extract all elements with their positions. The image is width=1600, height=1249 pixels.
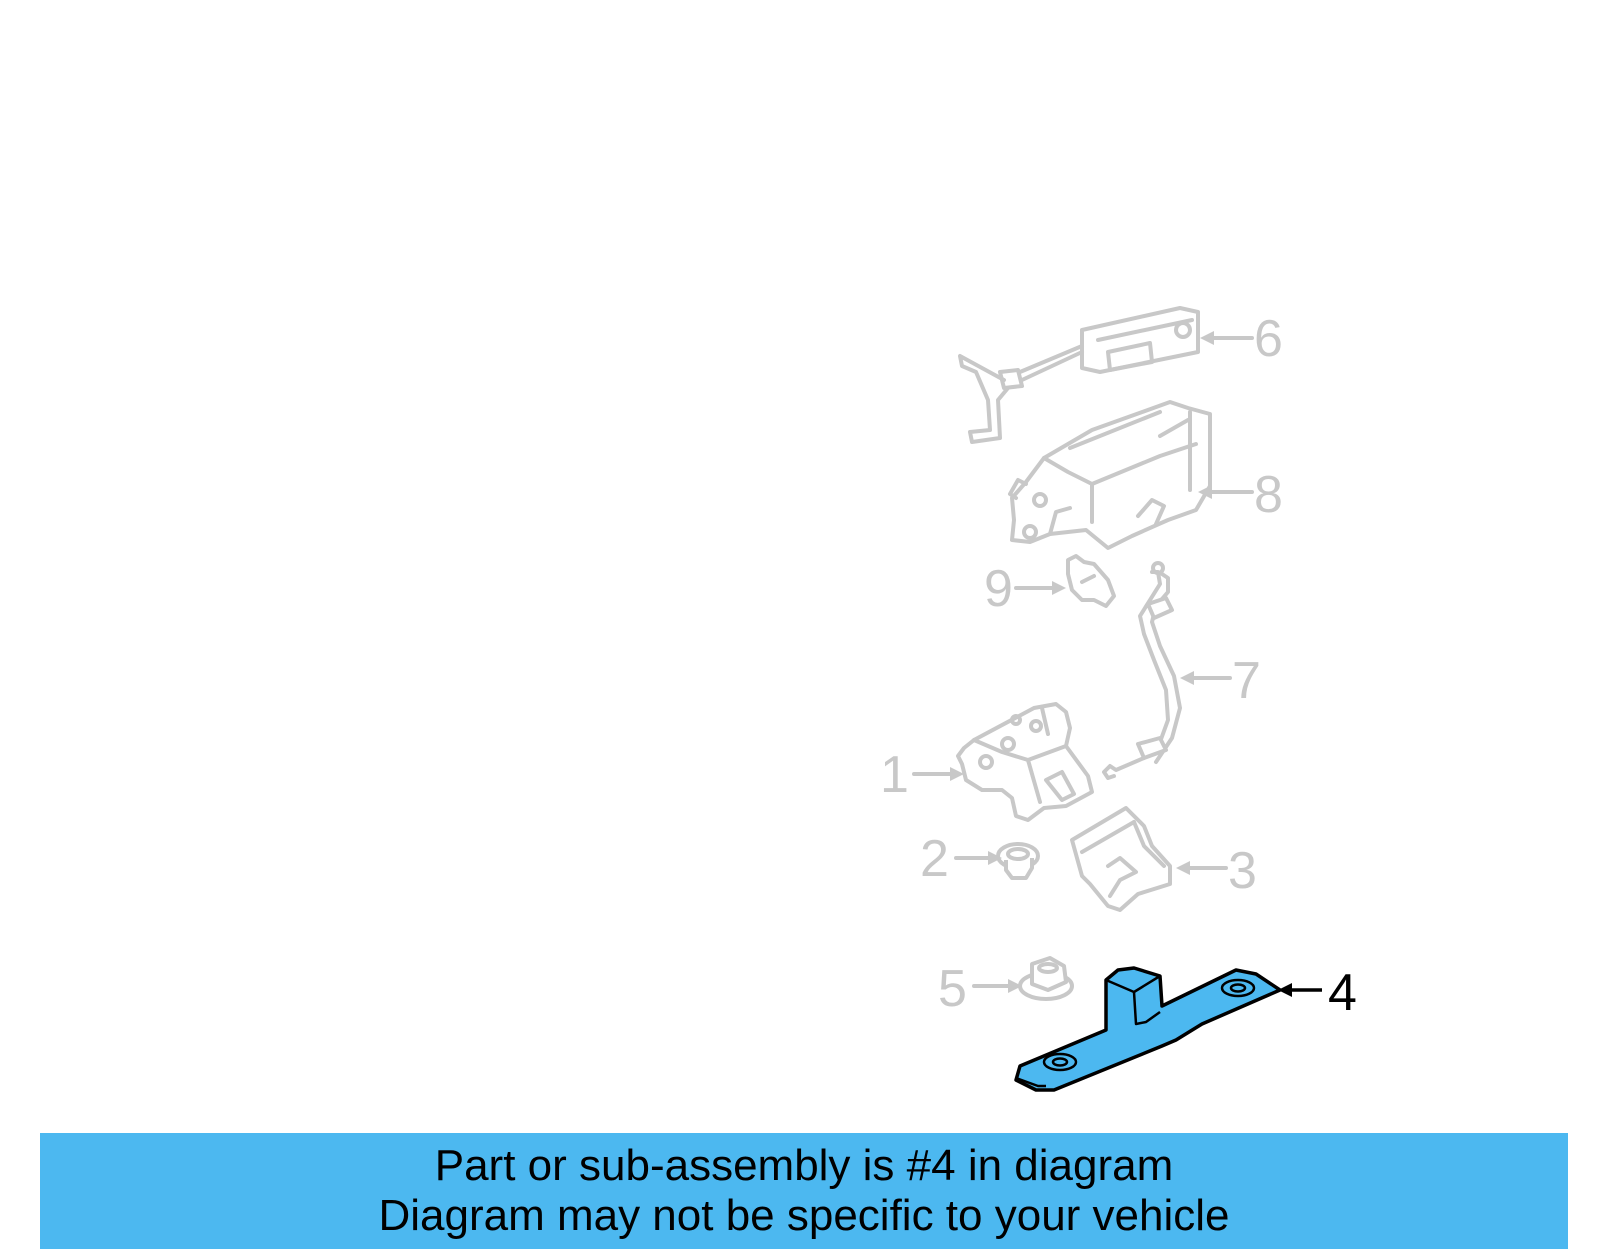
callout-2: 2 <box>920 830 1002 888</box>
callout-1: 1 <box>880 746 964 804</box>
callout-7-label: 7 <box>1232 652 1261 710</box>
part-1-latch <box>956 702 1094 822</box>
banner-line-2: Diagram may not be specific to your vehi… <box>378 1191 1230 1240</box>
part-2-grommet <box>996 842 1040 880</box>
part-6-switch-assembly <box>958 306 1200 444</box>
callout-3: 3 <box>1176 842 1257 900</box>
callout-4-label: 4 <box>1328 964 1357 1022</box>
callout-2-label: 2 <box>920 830 949 888</box>
callout-6-label: 6 <box>1254 310 1283 368</box>
part-7-release-cable <box>1102 561 1182 780</box>
callout-8: 8 <box>1198 466 1283 524</box>
callout-3-label: 3 <box>1228 842 1257 900</box>
part-4-striker-bracket[interactable] <box>1014 966 1282 1092</box>
callout-6: 6 <box>1200 310 1283 368</box>
callout-7: 7 <box>1180 652 1261 710</box>
part-5-flange-nut <box>1018 956 1074 1001</box>
callout-8-label: 8 <box>1254 466 1283 524</box>
callout-9-label: 9 <box>984 560 1013 618</box>
callout-5: 5 <box>938 960 1022 1018</box>
part-3-striker-cover <box>1070 806 1172 912</box>
part-9-clip <box>1066 554 1116 608</box>
callout-9: 9 <box>984 560 1066 618</box>
callout-5-label: 5 <box>938 960 967 1018</box>
banner-line-1: Part or sub-assembly is #4 in diagram <box>434 1141 1174 1190</box>
callout-4: 4 <box>1278 964 1357 1022</box>
info-banner: Part or sub-assembly is #4 in diagram Di… <box>40 1133 1568 1249</box>
callout-1-label: 1 <box>880 746 909 804</box>
part-8-actuator <box>1008 400 1212 550</box>
